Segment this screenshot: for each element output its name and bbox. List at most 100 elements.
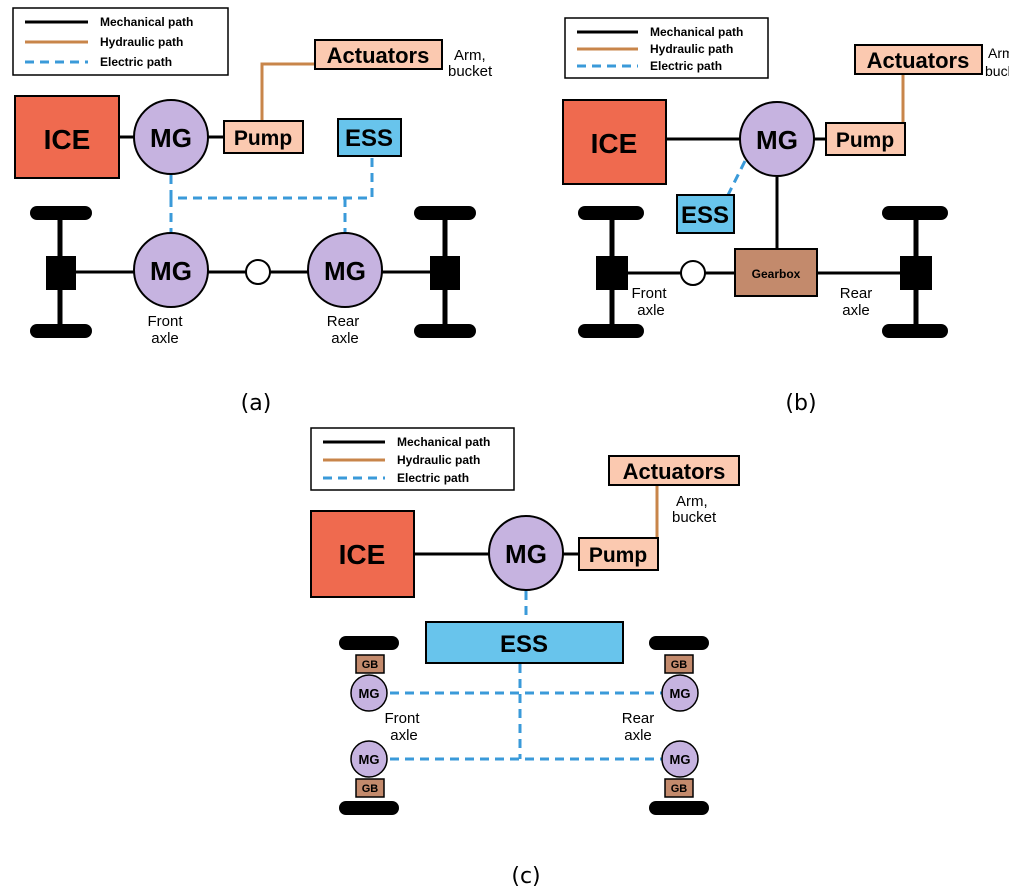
axle-label: axle	[842, 302, 870, 319]
actuators-label: Actuators	[623, 459, 726, 484]
legend-mechanical-label: Mechanical path	[397, 435, 490, 449]
wheel-unit-front-right: GB MG	[649, 636, 709, 712]
mg-label: MG	[359, 752, 380, 767]
ice-block	[562, 99, 667, 185]
pump-block	[223, 120, 304, 154]
legend-electric-label: Electric path	[650, 59, 722, 73]
gb-block	[664, 654, 694, 674]
actuators-label: Actuators	[327, 43, 430, 68]
wheel-unit-rear-right: MG GB	[649, 740, 709, 815]
wheel	[414, 206, 476, 220]
mg-node	[661, 674, 699, 712]
coupling-node	[245, 259, 271, 285]
front-axle-wheels	[30, 206, 92, 338]
axle-label: axle	[390, 727, 418, 744]
gb-label: GB	[362, 783, 379, 795]
bucket-label: bucket	[448, 63, 493, 80]
legend-c: Mechanical path Hydraulic path Electric …	[310, 427, 515, 491]
pump-block	[825, 122, 906, 156]
coupling-node	[680, 260, 706, 286]
axle-label: axle	[331, 330, 359, 347]
gb-block	[664, 778, 694, 798]
mg-label: MG	[150, 123, 192, 153]
wheel	[578, 324, 644, 338]
actuators-label: Actuators	[867, 48, 970, 73]
caption-a: (a)	[241, 391, 272, 416]
front-axle-wheels	[578, 206, 644, 338]
legend-hydraulic-label: Hydraulic path	[397, 453, 480, 467]
mg-label: MG	[756, 125, 798, 155]
mg-label: MG	[505, 539, 547, 569]
legend-electric-label: Electric path	[100, 55, 172, 69]
gearbox-label: Gearbox	[752, 267, 801, 281]
rear-label: Rear	[327, 313, 360, 330]
wheel-unit-front-left: GB MG	[339, 636, 399, 712]
differential	[900, 256, 932, 290]
legend-b: Mechanical path Hydraulic path Electric …	[564, 17, 769, 79]
rear-axle-wheels	[414, 206, 476, 338]
front-label: Front	[147, 313, 183, 330]
gb-block	[355, 654, 385, 674]
legend-electric-label: Electric path	[397, 471, 469, 485]
mg-front-node	[133, 232, 209, 308]
mg-node	[350, 740, 388, 778]
wheel-unit-rear-left: MG GB	[339, 740, 399, 815]
legend-mechanical-label: Mechanical path	[650, 25, 743, 39]
panel-b: Mechanical path Hydraulic path Electric …	[562, 17, 1009, 416]
actuators-block	[854, 44, 983, 75]
wheel	[649, 801, 709, 815]
caption-c: (c)	[511, 864, 540, 889]
mg-label: MG	[324, 256, 366, 286]
legend-hydraulic-label: Hydraulic path	[650, 42, 733, 56]
differential	[430, 256, 460, 290]
hydraulic-pump-actuators	[260, 62, 315, 121]
caption-b: (b)	[785, 391, 816, 416]
panel-a: Mechanical path Hydraulic path Electric …	[12, 7, 493, 416]
wheel	[414, 324, 476, 338]
mg-label: MG	[670, 752, 691, 767]
ice-block	[14, 95, 120, 179]
ice-label: ICE	[44, 124, 91, 155]
actuators-block	[314, 39, 443, 70]
wheel	[649, 636, 709, 650]
mg-node	[488, 515, 564, 591]
wheel	[882, 206, 948, 220]
ess-block	[337, 118, 402, 157]
arm-label: Arm,	[676, 493, 708, 510]
ess-block	[425, 621, 624, 664]
pump-block	[578, 537, 659, 571]
mg-rear-node	[307, 232, 383, 308]
mg-label: MG	[670, 686, 691, 701]
electric-bus-top	[169, 157, 374, 200]
wheel	[339, 801, 399, 815]
differential	[46, 256, 76, 290]
wheel	[30, 324, 92, 338]
legend-a: Mechanical path Hydraulic path Electric …	[12, 7, 229, 76]
front-label: Front	[631, 285, 667, 302]
pump-label: Pump	[589, 544, 647, 567]
gb-block	[355, 778, 385, 798]
gb-label: GB	[671, 659, 688, 671]
ess-label: ESS	[500, 631, 548, 658]
mg-node	[739, 101, 815, 177]
arm-label: Arm,	[988, 45, 1009, 61]
pump-label: Pump	[234, 127, 292, 150]
axle-label: axle	[637, 302, 665, 319]
actuators-block	[608, 455, 740, 486]
mg-label: MG	[150, 256, 192, 286]
wheel	[882, 324, 948, 338]
ess-label: ESS	[681, 202, 729, 229]
legend-hydraulic-label: Hydraulic path	[100, 35, 183, 49]
mg-top-node	[133, 99, 209, 175]
electric-mg-ess	[724, 160, 747, 200]
front-label: Front	[384, 710, 420, 727]
differential	[596, 256, 628, 290]
axle-label: axle	[624, 727, 652, 744]
axle-label: axle	[151, 330, 179, 347]
ice-label: ICE	[591, 128, 638, 159]
panel-c: Mechanical path Hydraulic path Electric …	[310, 427, 740, 889]
ess-label: ESS	[345, 125, 393, 152]
rear-label: Rear	[622, 710, 655, 727]
gb-label: GB	[362, 659, 379, 671]
